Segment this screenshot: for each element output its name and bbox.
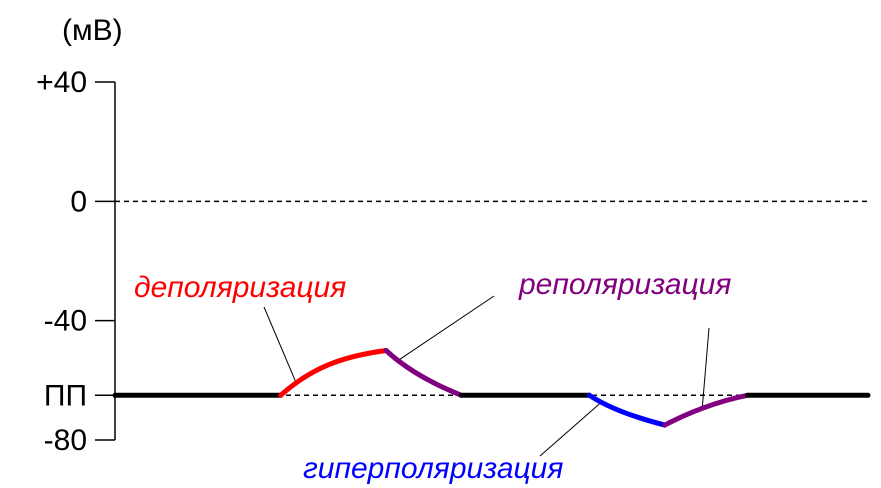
y-tick-label-1: 0 — [70, 185, 87, 218]
y-tick-label-2: -40 — [44, 305, 87, 338]
leader-line-repolarization-1 — [397, 295, 495, 362]
annotation-leader-lines — [263, 295, 710, 457]
leader-line-depolarization — [263, 306, 297, 383]
trace-segment-repolarization-2 — [383, 348, 464, 398]
annotation-depolarization: деполяризация — [134, 271, 346, 304]
annotation-hyperpolarization: гиперполяризация — [303, 452, 563, 485]
potential-trace — [112, 348, 871, 428]
trace-segment-hyperpolarization-4 — [586, 392, 668, 428]
y-tick-label-4: -80 — [44, 424, 87, 457]
leader-line-hyperpolarization — [539, 402, 602, 457]
leader-line-repolarization-2 — [701, 327, 710, 408]
y-tick-label-0: +40 — [36, 66, 87, 99]
y-axis-unit-label: (мВ) — [62, 14, 123, 47]
y-tick-label-3: ПП — [44, 379, 87, 412]
trace-segment-depolarization-1 — [278, 348, 389, 398]
annotation-repolarization: реполяризация — [518, 268, 731, 301]
trace-segment-repolarization-5 — [662, 392, 750, 428]
